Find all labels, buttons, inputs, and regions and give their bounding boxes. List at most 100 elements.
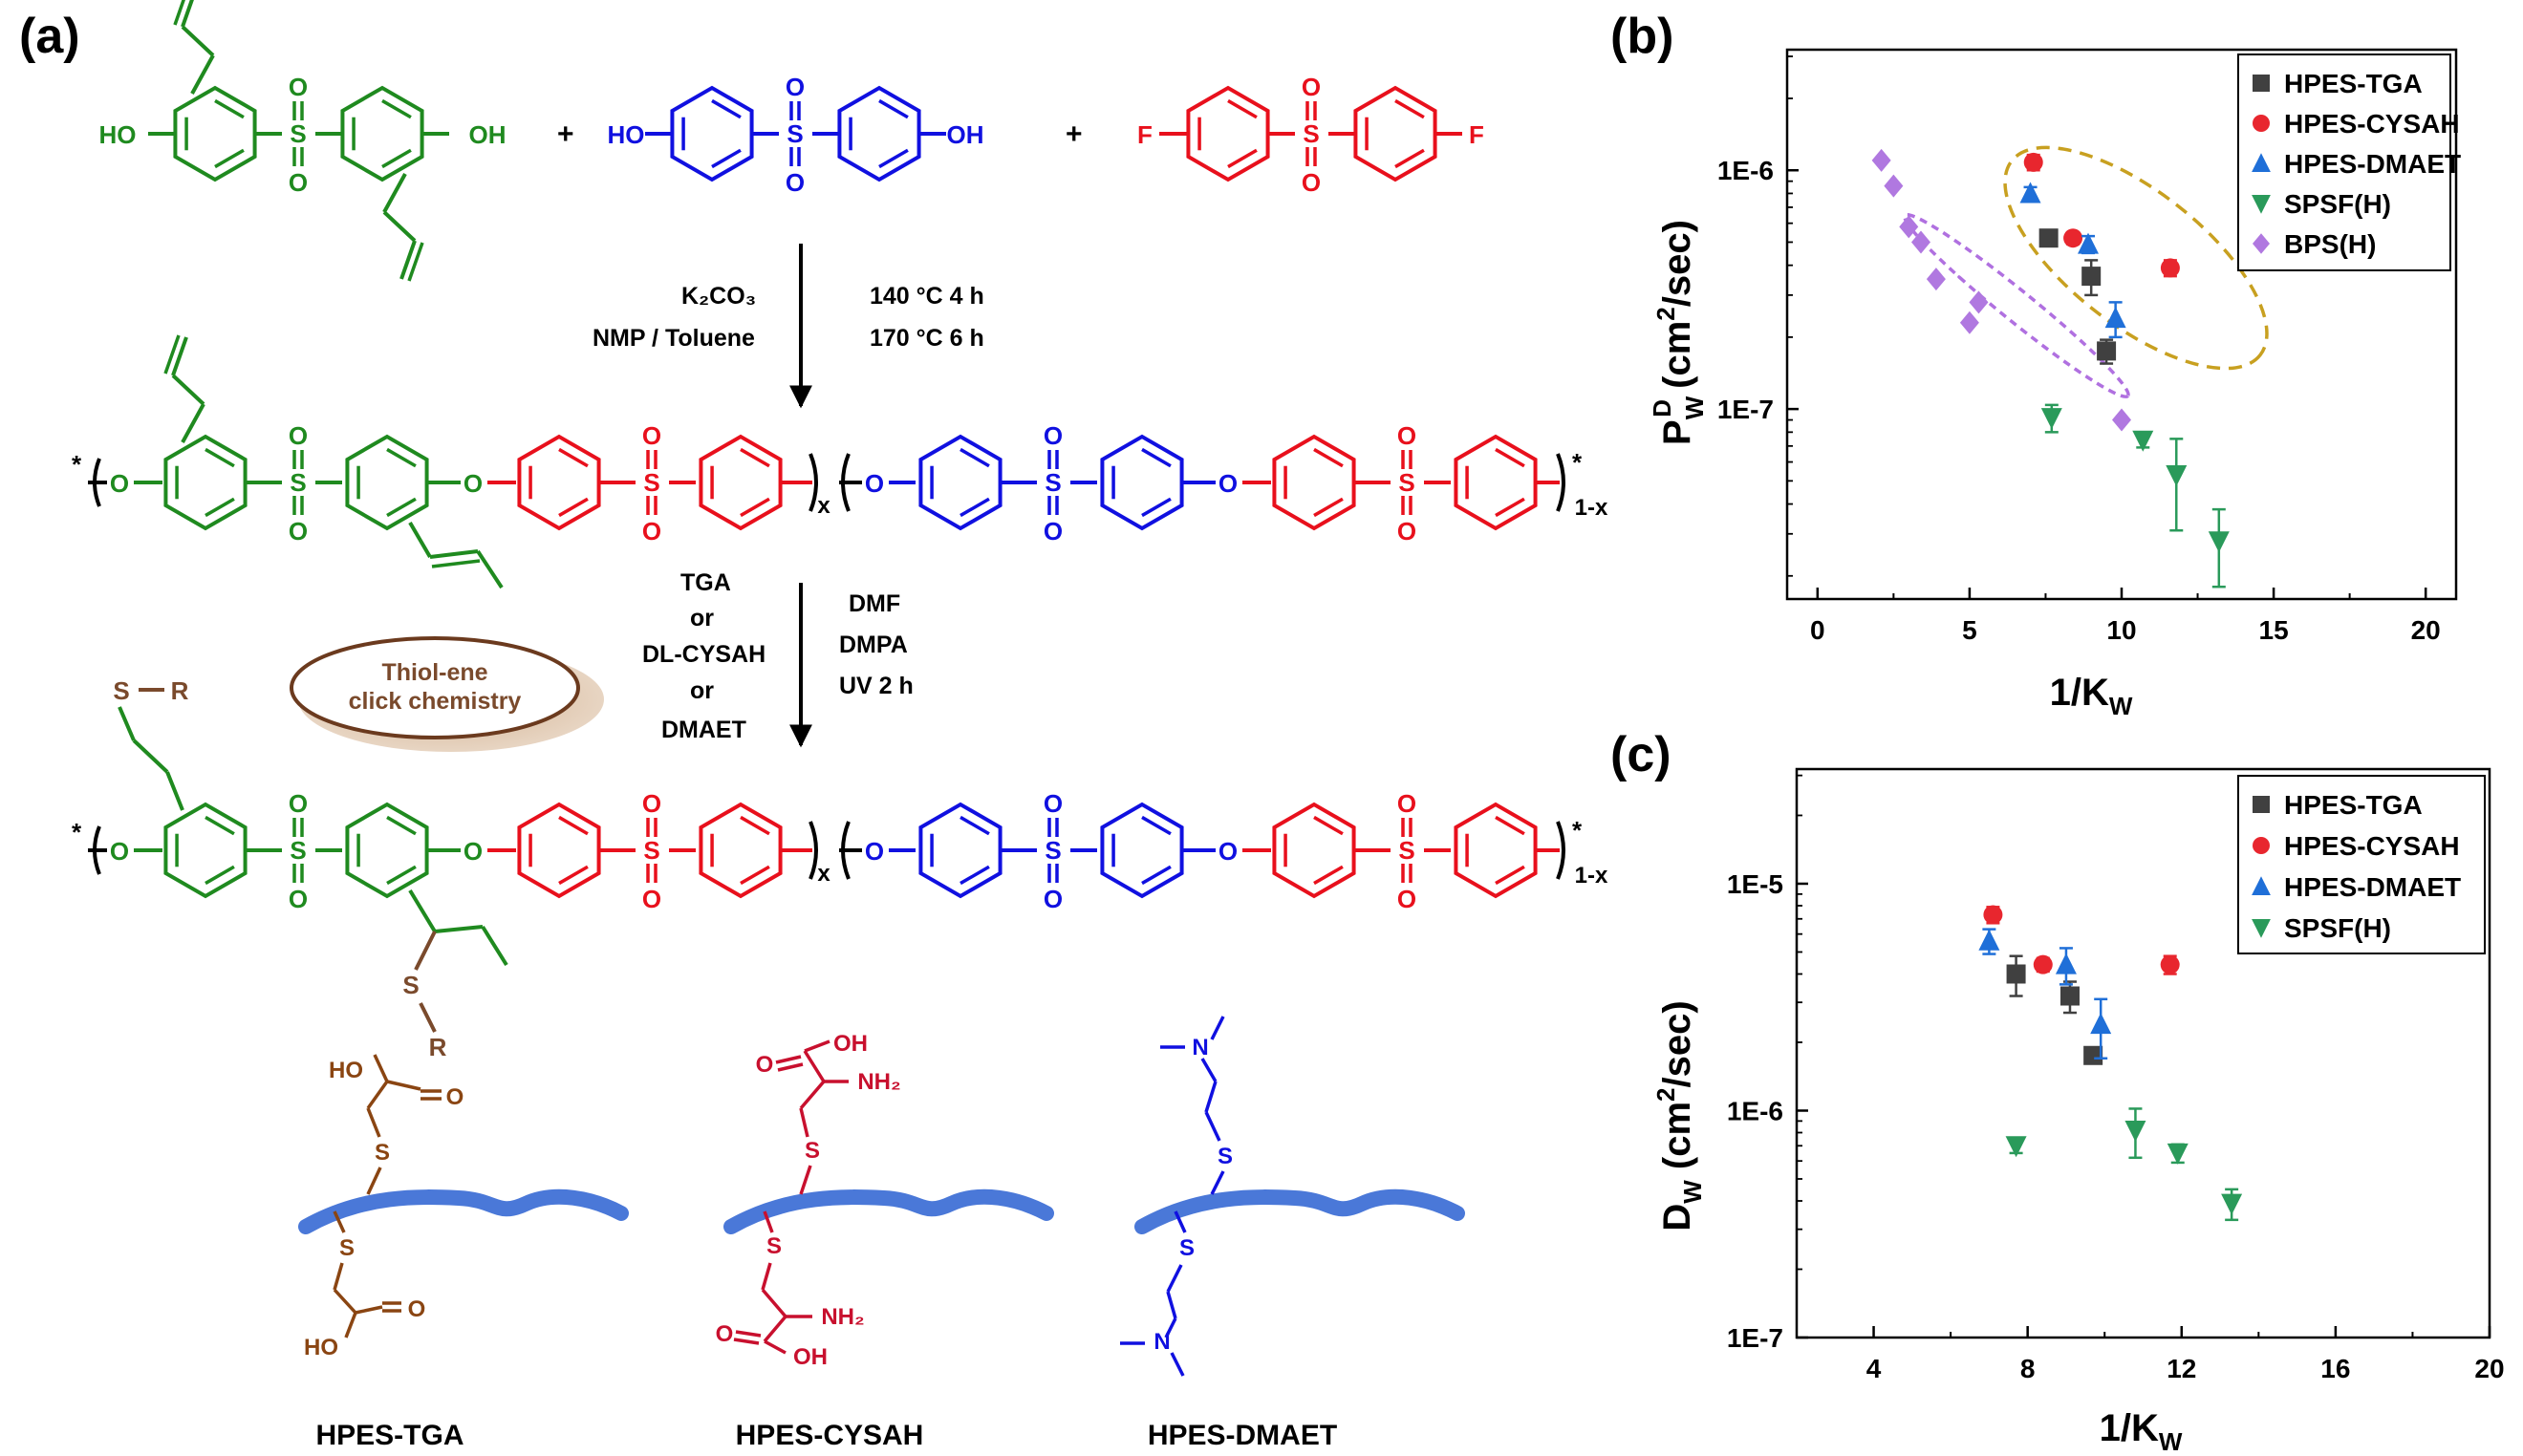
ether-oxygen: O <box>110 469 129 498</box>
blue-oh-right: OH <box>947 120 984 149</box>
blue-ring-right <box>837 85 921 182</box>
allyl-double-bond <box>173 0 185 26</box>
ring-double-bond <box>1313 497 1344 518</box>
bracket-x-right <box>809 453 818 512</box>
legend-label: HPES-DMAET <box>2284 872 2461 902</box>
oxygen-atom-down: O <box>289 885 308 913</box>
ring-double-bond <box>205 865 235 886</box>
green-ring-a <box>163 802 248 899</box>
reagent-cysah: DL-CYSAH <box>642 641 766 668</box>
plus-sign-2: + <box>1066 118 1083 150</box>
oxygen-atom-up: O <box>642 789 661 818</box>
ring-double-bond <box>878 148 909 169</box>
legend-label: BPS(H) <box>2284 229 2376 259</box>
red-f-right: F <box>1469 120 1484 149</box>
bond <box>1204 1081 1218 1113</box>
ring-double-bond <box>1495 865 1525 886</box>
data-point-circle <box>2033 954 2053 974</box>
data-point-circle <box>2160 954 2180 974</box>
data-point-diamond <box>1969 290 1989 314</box>
blue-ring-b <box>1100 434 1184 531</box>
dmaet-s-top: S <box>1218 1144 1233 1169</box>
x-tick-label: 20 <box>2474 1354 2504 1383</box>
condition-140c: 140 °C 4 h <box>870 283 984 310</box>
green-oh-right: OH <box>469 120 507 149</box>
ring-double-bond <box>381 148 412 169</box>
ring-double-bond <box>960 865 990 886</box>
legend-box <box>2237 775 2486 954</box>
y-tick-label: 1E-6 <box>1727 1096 1783 1125</box>
bond <box>118 706 136 741</box>
data-point-diamond <box>1959 310 1979 334</box>
data-point-square <box>2083 1045 2103 1065</box>
legend-label: HPES-CYSAH <box>2284 831 2460 861</box>
svg-text:1/KW: 1/KW <box>2050 672 2133 720</box>
bond <box>1200 1058 1218 1082</box>
red-ring-a <box>517 802 601 899</box>
panel-c-label: (c) <box>1610 727 1671 782</box>
subscript-1mx: 1-x <box>1575 495 1608 521</box>
bond <box>434 925 484 933</box>
red-ring-d <box>1454 434 1538 531</box>
green-ring-a <box>163 434 248 531</box>
bond <box>761 1288 787 1318</box>
x-tick-label: 5 <box>1962 615 1977 645</box>
chart-b-guides <box>1903 145 2269 398</box>
r-group-bottom: R <box>429 1033 447 1061</box>
data-point-diamond <box>2112 408 2131 432</box>
allyl-bond <box>382 173 407 213</box>
oxygen-atom-down: O <box>642 517 661 546</box>
data-point-square <box>2006 964 2026 984</box>
bond <box>408 521 432 559</box>
ring-double-bond <box>558 815 589 836</box>
x-tick-label: 16 <box>2320 1354 2350 1383</box>
data-point-diamond <box>1871 148 1891 172</box>
data-point-triangle-down <box>2005 1136 2027 1158</box>
ether-oxygen: O <box>464 837 483 866</box>
data-point-square <box>2059 986 2080 1006</box>
green-ring-b <box>345 802 429 899</box>
data-point-square <box>2097 341 2117 361</box>
bond <box>408 889 437 933</box>
data-point-square <box>2081 267 2102 287</box>
data-point-diamond <box>1884 174 1904 198</box>
chart-b-xlabel: 1/KW <box>2050 672 2133 720</box>
ring-double-bond <box>1313 447 1344 468</box>
cysah-o-bottom: O <box>716 1321 734 1347</box>
svg-text:DW (cm2/sec): DW (cm2/sec) <box>1651 1000 1707 1231</box>
bond <box>366 1167 382 1195</box>
bond <box>1166 1264 1183 1293</box>
oxygen-atom-down: O <box>289 517 308 546</box>
red-sulfonyl: S <box>1303 119 1319 148</box>
panel-a-label: (a) <box>19 9 80 64</box>
chart-b-ylabel: PWD (cm2/sec) <box>1648 220 1709 445</box>
allyl-bond <box>171 374 205 406</box>
ring-double-bond <box>960 497 990 518</box>
data-point-triangle-down <box>2124 1120 2146 1142</box>
ring-double-bond <box>205 447 235 468</box>
ring-double-bond <box>960 447 990 468</box>
bond <box>1164 1317 1177 1338</box>
bond <box>1166 1291 1177 1319</box>
oxygen-atom-up: O <box>1397 421 1416 450</box>
x-tick-label: 15 <box>2259 615 2289 645</box>
green-sulfonyl-chain: S <box>290 836 306 865</box>
subscript-x: x <box>817 861 830 887</box>
ring-double-bond <box>1141 865 1172 886</box>
ether-oxygen: O <box>1218 837 1238 866</box>
legend-label: HPES-CYSAH <box>2284 109 2460 139</box>
bond <box>366 1080 389 1110</box>
legend-label: HPES-TGA <box>2284 69 2423 98</box>
bond <box>763 1210 774 1233</box>
reagent-k2co3: K₂CO₃ <box>681 283 756 310</box>
allyl-bond <box>399 240 417 280</box>
ring-double-bond <box>386 865 417 886</box>
oxygen-atom-down: O <box>1397 517 1416 546</box>
condition-dmf: DMF <box>849 590 900 617</box>
data-point-diamond <box>1926 268 1946 291</box>
